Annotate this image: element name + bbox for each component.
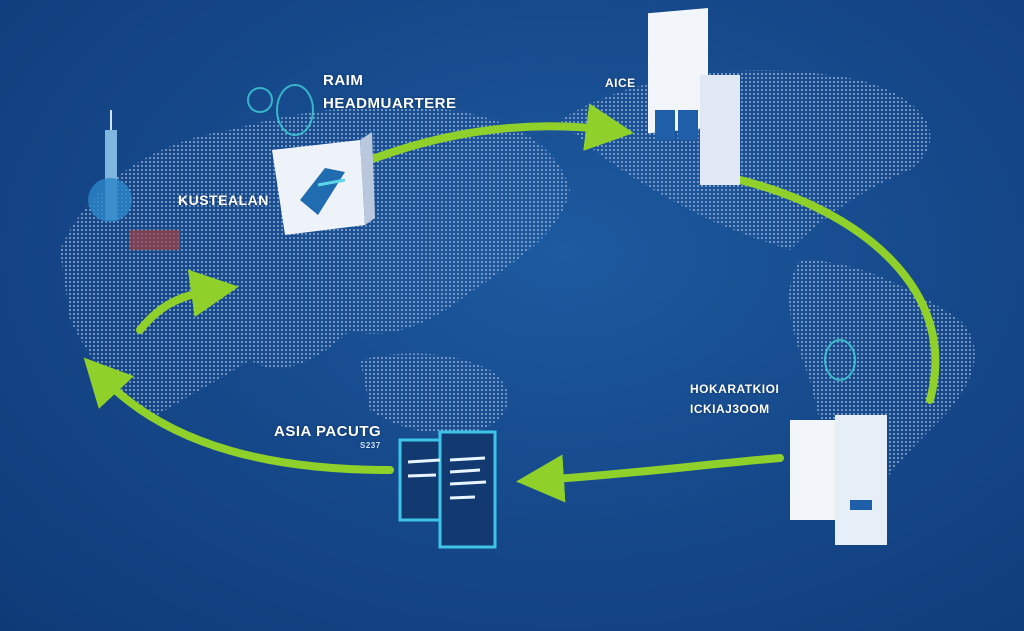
landmass-australia	[360, 353, 509, 434]
left-region-label: KUSTEALAN	[178, 192, 269, 208]
arrow-left-up	[136, 269, 239, 334]
asia-sub-label: S237	[360, 441, 381, 450]
arrow-south-to-asia	[516, 454, 784, 503]
arrow-americas-to-south	[736, 176, 940, 404]
hq-label-line2: HEADMUARTERE	[323, 95, 457, 112]
arrow-asia-to-left	[83, 357, 394, 474]
network-globe-icons	[247, 84, 856, 381]
antenna-tower-icon	[88, 110, 180, 250]
flow-arrows	[83, 103, 940, 503]
headquarters-box-icon	[272, 132, 375, 235]
top-right-label: AICE	[605, 76, 636, 90]
documents-icon-right	[790, 415, 887, 545]
landmass-north-america	[560, 70, 931, 250]
arrow-hq-to-americas	[366, 103, 634, 164]
asia-pacific-label: ASIA PACUTG	[274, 423, 382, 440]
hq-label-line1: RAIM	[323, 72, 364, 89]
documents-icon-top	[648, 8, 740, 185]
right-label-line2: ICKIAJ3OOM	[690, 402, 770, 416]
landmass-eurasia	[60, 106, 570, 420]
right-label-line1: HOKARATKIOI	[690, 382, 780, 396]
documents-icon-asia	[398, 430, 497, 549]
continents	[60, 70, 975, 520]
